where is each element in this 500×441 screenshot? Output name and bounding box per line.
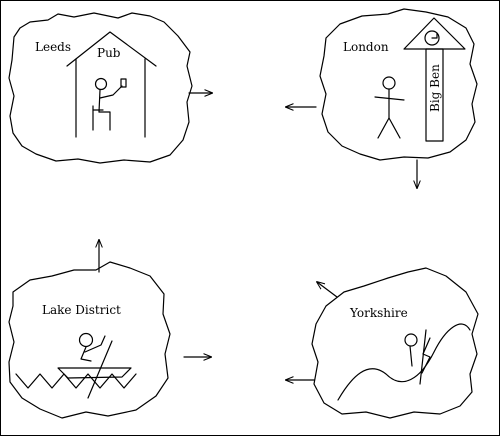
hill-curve [337,323,471,401]
london-region [319,8,478,161]
panel-london: London Big Ben [286,8,478,188]
yorkshire-label: Yorkshire [349,306,408,320]
stick-figure [374,76,405,139]
drinker-figure [92,77,127,131]
pub-building [66,31,157,138]
lake-district-region [8,261,171,419]
big-ben-label: Big Ben [428,64,442,112]
pub-label: Pub [97,46,121,60]
water-waves [15,373,137,389]
leeds-region [8,12,193,164]
panel-yorkshire: Yorkshire [286,267,479,419]
yorkshire-arrow-upleft [317,282,338,298]
climber-figure [404,329,431,385]
panel-leeds: Leeds Pub [8,12,212,164]
big-ben-tower [403,17,466,142]
panel-lake-district: Lake District [8,240,211,419]
rower-figure [78,332,113,399]
yorkshire-region [311,267,479,419]
rowboat [57,367,132,379]
lake-district-label: Lake District [42,303,121,317]
london-label: London [343,40,389,54]
leeds-label: Leeds [35,40,71,54]
clock-icon [424,30,440,46]
